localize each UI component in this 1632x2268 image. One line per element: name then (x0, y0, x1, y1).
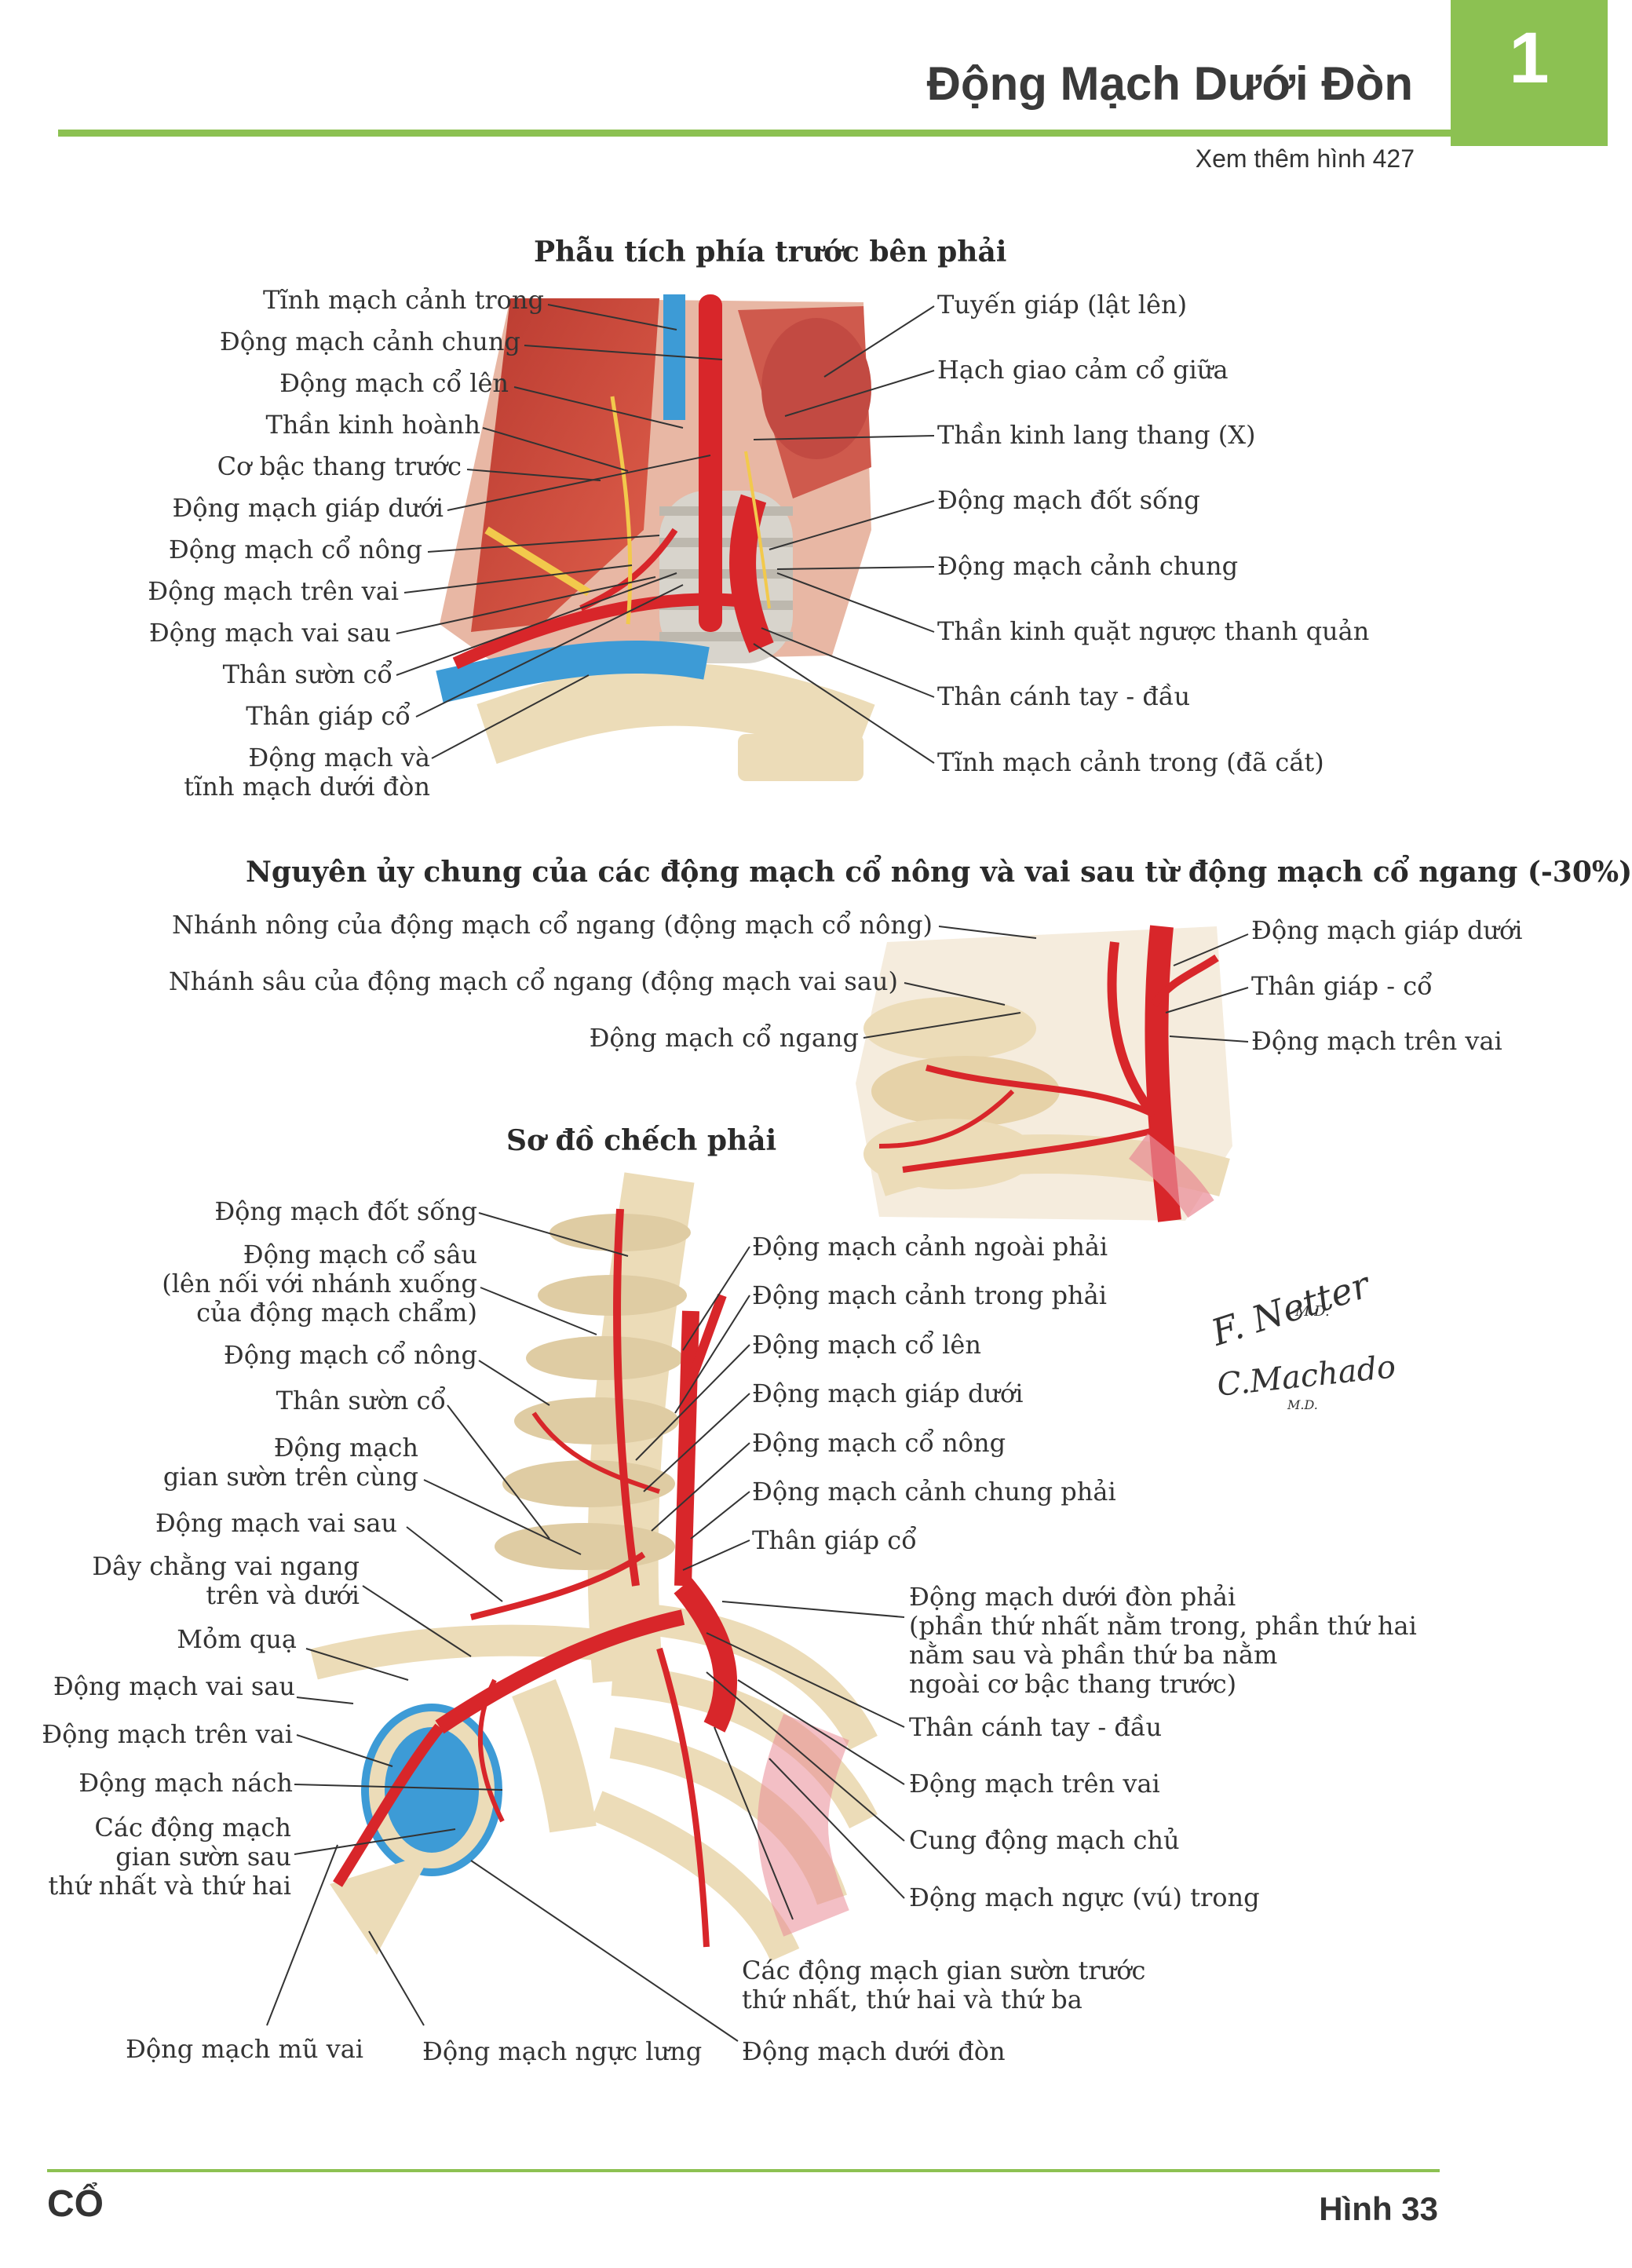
label-ascending-cervical-artery-3: Động mạch cổ lên (752, 1330, 981, 1360)
footer-rule (47, 2169, 1440, 2172)
label-inferior-thyroid-artery-2: Động mạch giáp dưới (1251, 915, 1523, 945)
figure-number: Hình 33 (1319, 2190, 1438, 2227)
label-vertebral-artery: Động mạch đốt sống (937, 485, 1200, 515)
section-name: CỔ (47, 2183, 104, 2225)
signature-machado-md: M.D. (1287, 1397, 1318, 1412)
see-also-reference: Xem thêm hình 427 (1195, 144, 1415, 173)
label-circumflex-scapular-artery: Động mạch mũ vai (126, 2034, 363, 2064)
label-common-carotid-artery-right: Động mạch cảnh chung (937, 551, 1239, 581)
label-suprascapular-artery-2: Động mạch trên vai (1251, 1026, 1502, 1056)
label-subclavian-artery-vein-line2: tĩnh mạch dưới đòn (184, 772, 430, 802)
label-transverse-scapular-ligaments-line2: trên và dưới (206, 1580, 360, 1610)
label-superficial-cervical-artery-4: Động mạch cổ nông (752, 1428, 1006, 1458)
label-thyrocervical-trunk-2: Thân giáp - cổ (1251, 971, 1433, 1001)
panel1-heading: Phẫu tích phía trước bên phải (534, 236, 1007, 268)
label-subclavian-artery-3: Động mạch dưới đòn (742, 2036, 1006, 2066)
signature-netter: F. Netter (1206, 1263, 1375, 1354)
label-axillary-artery: Động mạch nách (78, 1768, 293, 1798)
label-transverse-cervical-artery: Động mạch cổ ngang (589, 1023, 859, 1053)
label-inferior-thyroid-artery: Động mạch giáp dưới (172, 493, 444, 523)
label-anterior-intercostal-arteries-line1: Các động mạch gian sườn trước (742, 1956, 1146, 1985)
common-origin-illustration (856, 925, 1232, 1222)
label-right-subclavian-note3: ngoài cơ bậc thang trước) (909, 1669, 1237, 1699)
label-ascending-cervical-artery: Động mạch cổ lên (279, 368, 509, 398)
label-right-external-carotid: Động mạch cảnh ngoài phải (752, 1232, 1108, 1262)
label-deep-cervical-artery-note2: của động mạch chẩm) (196, 1298, 477, 1328)
label-common-carotid-artery: Động mạch cảnh chung (219, 327, 520, 356)
panel2-heading: Nguyên ủy chung của các động mạch cổ nôn… (246, 856, 1632, 889)
label-dorsal-scapular-artery-3: Động mạch vai sau (155, 1508, 397, 1538)
anterolateral-dissection-illustration (436, 294, 875, 781)
label-thyroid-gland: Tuyến giáp (lật lên) (937, 290, 1188, 320)
label-superficial-cervical-artery-3: Động mạch cổ nông (223, 1340, 477, 1370)
label-middle-cervical-ganglion: Hạch giao cảm cổ giữa (937, 355, 1229, 385)
label-suprascapular-artery-4: Động mạch trên vai (909, 1769, 1160, 1799)
label-dorsal-scapular-artery: Động mạch vai sau (148, 618, 391, 648)
oblique-schema-illustration (310, 1172, 878, 1962)
label-deep-branch-transverse-cervical: Nhánh sâu của động mạch cổ ngang (động m… (168, 966, 898, 996)
label-deep-cervical-artery-note1: (lên nối với nhánh xuống (162, 1269, 477, 1298)
label-thyrocervical-trunk-3: Thân giáp cổ (752, 1525, 917, 1555)
label-posterior-intercostal-arteries-line2: gian sườn sau (115, 1842, 291, 1872)
label-suprascapular-artery: Động mạch trên vai (148, 576, 399, 606)
label-coracoid-process: Mỏm quạ (177, 1624, 297, 1654)
label-inferior-thyroid-artery-3: Động mạch giáp dưới (752, 1379, 1024, 1408)
label-right-common-carotid: Động mạch cảnh chung phải (752, 1477, 1116, 1507)
label-recurrent-laryngeal-nerve: Thần kinh quặt ngược thanh quản (937, 616, 1370, 646)
header-rule (58, 130, 1452, 137)
label-internal-thoracic-artery: Động mạch ngực (vú) trong (909, 1883, 1260, 1912)
label-superficial-branch-transverse-cervical: Nhánh nông của động mạch cổ ngang (động … (172, 910, 933, 940)
label-internal-jugular-vein: Tĩnh mạch cảnh trong (263, 285, 544, 315)
label-vertebral-artery-3: Động mạch đốt sống (214, 1196, 477, 1226)
label-transverse-scapular-ligaments-line1: Dây chằng vai ngang (92, 1551, 360, 1581)
label-right-internal-carotid: Động mạch cảnh trong phải (752, 1280, 1107, 1310)
label-costocervical-trunk-3: Thân sườn cổ (276, 1386, 446, 1415)
label-thyrocervical-trunk: Thân giáp cổ (246, 701, 411, 731)
label-right-subclavian-note2: nằm sau và phần thứ ba nằm (909, 1640, 1278, 1670)
label-right-subclavian-artery: Động mạch dưới đòn phải (909, 1582, 1236, 1612)
page-title: Động Mạch Dưới Đòn (926, 57, 1413, 110)
chapter-number: 1 (1509, 18, 1550, 98)
label-anterior-scalene-muscle: Cơ bậc thang trước (217, 451, 462, 481)
artist-signature: F. Netter M.D. C.Machado M.D. (1201, 1263, 1397, 1429)
label-anterior-intercostal-arteries-line2: thứ nhất, thứ hai và thứ ba (742, 1985, 1083, 2014)
label-subclavian-artery-vein-line1: Động mạch và (248, 743, 430, 772)
label-vagus-nerve: Thần kinh lang thang (X) (937, 420, 1256, 450)
label-internal-jugular-vein-cut: Tĩnh mạch cảnh trong (đã cắt) (937, 747, 1324, 777)
label-posterior-intercostal-arteries-line1: Các động mạch (94, 1813, 291, 1843)
label-brachiocephalic-trunk: Thân cánh tay - đầu (937, 681, 1191, 711)
label-supreme-intercostal-artery-line2: gian sườn trên cùng (162, 1462, 418, 1492)
label-posterior-intercostal-arteries-line3: thứ nhất và thứ hai (48, 1871, 291, 1901)
label-thoracodorsal-artery: Động mạch ngực lưng (422, 2036, 703, 2066)
label-superficial-cervical-artery: Động mạch cổ nông (168, 535, 422, 564)
label-costocervical-trunk: Thân sườn cổ (222, 659, 392, 689)
label-deep-cervical-artery: Động mạch cổ sâu (243, 1240, 477, 1269)
label-aortic-arch: Cung động mạch chủ (909, 1825, 1180, 1855)
label-supreme-intercostal-artery-line1: Động mạch (273, 1433, 418, 1463)
panel3-heading: Sơ đồ chếch phải (506, 1124, 777, 1157)
label-brachiocephalic-trunk-3: Thân cánh tay - đầu (909, 1712, 1163, 1742)
signature-netter-md: M.D. (1295, 1303, 1330, 1320)
label-phrenic-nerve: Thần kinh hoành (265, 410, 480, 440)
label-dorsal-scapular-artery-4: Động mạch vai sau (53, 1671, 295, 1701)
chapter-tab: 1 (1451, 0, 1608, 146)
label-right-subclavian-note1: (phần thứ nhất nằm trong, phần thứ hai (909, 1611, 1417, 1641)
label-suprascapular-artery-3: Động mạch trên vai (42, 1719, 293, 1749)
